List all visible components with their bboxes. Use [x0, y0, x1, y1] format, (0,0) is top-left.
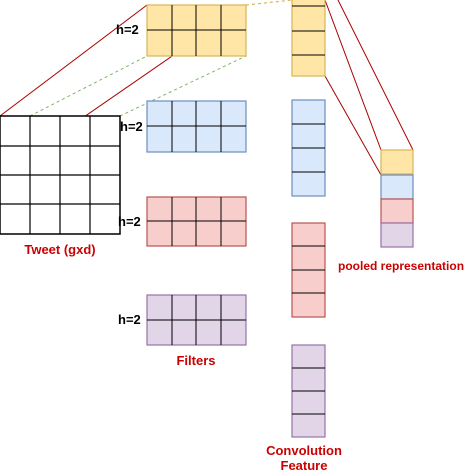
- conv-feature-4: [291, 344, 326, 438]
- filter-3-h-label: h=2: [118, 214, 141, 229]
- filter-4: [146, 294, 247, 346]
- filter-1: [146, 4, 247, 57]
- pooled-cell-purple: [380, 222, 414, 248]
- connector-green-1: [29, 55, 148, 117]
- filter-2-h-label: h=2: [120, 119, 143, 134]
- convolution-label-line2: Feature: [281, 458, 328, 473]
- conv-feature-1: [291, 0, 326, 77]
- connector-pool-1: [324, 0, 382, 151]
- pooled-cell-yellow: [380, 149, 414, 175]
- pooled-label: pooled representation: [338, 259, 464, 273]
- tweet-label: Tweet (gxd): [24, 242, 95, 257]
- filter-3: [146, 196, 247, 247]
- filter-2: [146, 100, 247, 153]
- pooled-cell-blue: [380, 174, 414, 200]
- filters-label: Filters: [176, 353, 215, 368]
- conv-feature-3: [291, 222, 326, 318]
- connector-yellow: [245, 0, 293, 6]
- convolution-label-line1: Convolution: [266, 443, 342, 458]
- tweet-matrix: [0, 115, 121, 235]
- connector-tweet-top: [0, 4, 148, 117]
- filter-4-h-label: h=2: [118, 312, 141, 327]
- pooled-cell-red: [380, 198, 414, 224]
- connector-pool-2: [324, 75, 382, 176]
- conv-feature-2: [291, 99, 326, 197]
- connector-green-2: [119, 55, 247, 117]
- connector-pool-3: [337, 0, 414, 151]
- filter-1-h-label: h=2: [116, 22, 139, 37]
- conv-feature-1-frame: [291, 0, 326, 77]
- pooled-representation: [380, 149, 414, 248]
